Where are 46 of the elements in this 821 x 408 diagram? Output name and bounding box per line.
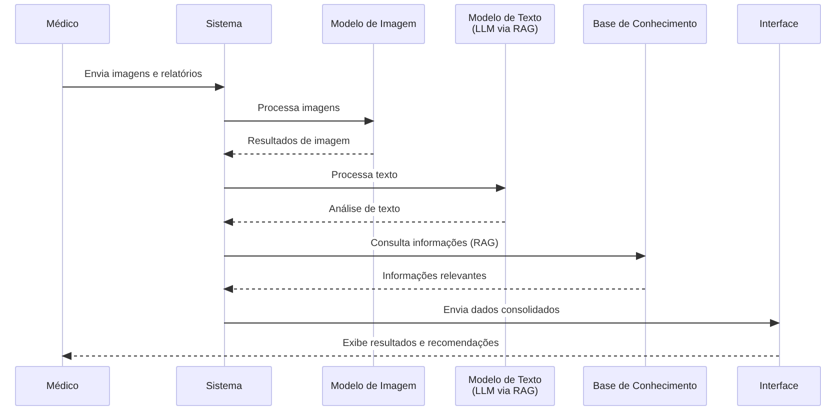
participant-label: Base de Conhecimento [592, 380, 698, 392]
edge-label: Envia imagens e relatórios [82, 68, 204, 81]
message-arrow [224, 117, 374, 125]
participant-box [737, 366, 821, 406]
participant-label: Sistema [204, 380, 244, 392]
edge-label: Envia dados consolidados [441, 304, 562, 317]
participant-label: Base de Conhecimento [592, 18, 698, 30]
message-arrow [223, 150, 374, 158]
participant-box [583, 4, 707, 44]
participant-label: Médico [45, 380, 80, 392]
participant-box [737, 4, 821, 44]
edge-label: Informações relevantes [380, 270, 488, 283]
edge-label: Análise de texto [326, 203, 402, 216]
message-arrow [62, 352, 780, 360]
participant-box [322, 366, 425, 406]
lifeline [644, 44, 646, 366]
participant-box [322, 4, 425, 44]
participant-label: Médico [45, 18, 80, 30]
participant-label: Modelo de Imagem [330, 18, 418, 30]
message-arrow [223, 218, 506, 226]
participant-box [455, 4, 555, 44]
participant-box [15, 4, 110, 44]
edge-label: Exibe resultados e recomendações [340, 337, 501, 350]
lifeline [504, 44, 506, 366]
participant-box [15, 366, 110, 406]
participant-label: Sistema [204, 18, 244, 30]
participant-label: Modelo de Texto (LLM via RAG) [467, 375, 543, 397]
edge-label: Processa texto [329, 169, 400, 182]
participant-label: Interface [758, 18, 800, 30]
edge-label: Consulta informações (RAG) [368, 237, 500, 250]
message-arrow [62, 83, 225, 91]
participant-box [176, 4, 272, 44]
message-arrow [224, 184, 506, 192]
edge-label: Processa imagens [256, 102, 342, 115]
participant-box [455, 366, 555, 406]
message-arrow [224, 252, 646, 260]
lifeline [62, 44, 63, 366]
message-arrow [224, 319, 780, 327]
participant-box [583, 366, 707, 406]
lifeline [778, 44, 780, 366]
edge-label: Resultados de imagem [246, 135, 352, 148]
participant-label: Modelo de Imagem [330, 380, 418, 392]
participant-label: Modelo de Texto (LLM via RAG) [467, 13, 543, 35]
participant-box [176, 366, 272, 406]
message-arrow [223, 285, 646, 293]
participant-label: Interface [758, 380, 800, 392]
